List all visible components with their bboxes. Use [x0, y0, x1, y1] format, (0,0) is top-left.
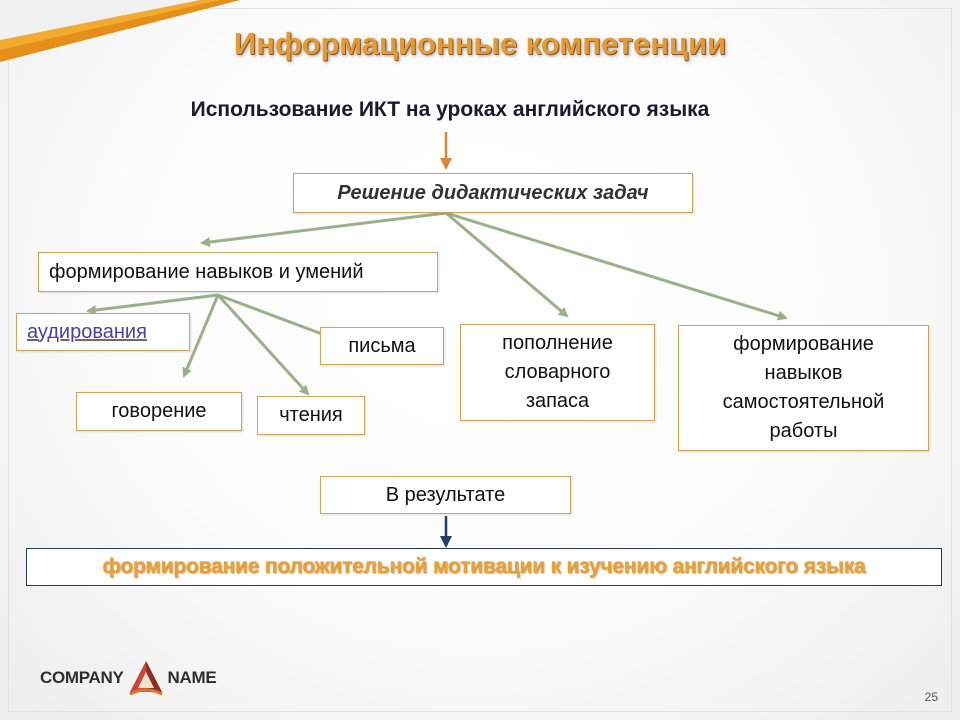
node-speaking: говорение	[76, 392, 242, 431]
logo-text-right: NAME	[167, 668, 217, 687]
node-listening-label[interactable]: аудирования	[27, 320, 147, 343]
node-reading: чтения	[257, 396, 365, 435]
node-skills-label: формирование навыков и умений	[49, 260, 364, 283]
corner-stripe-decoration	[0, 0, 240, 62]
slide-subtitle: Использование ИКТ на уроках английского …	[190, 98, 710, 121]
node-writing: письма	[320, 327, 444, 365]
slide-title: Информационные компетенции	[233, 26, 727, 61]
node-root-label: Решение дидактических задач	[337, 181, 649, 204]
logo-text-left: COMPANY	[40, 668, 124, 687]
node-vocabulary-label: пополнение словарного запаса	[502, 332, 613, 412]
node-result-label: В результате	[385, 483, 506, 506]
node-result: В результате	[320, 476, 571, 514]
pyramid-logo-icon	[128, 661, 163, 696]
node-listening[interactable]: аудирования	[16, 313, 190, 351]
arrow-skills-to-reading	[216, 293, 310, 396]
arrow-root-to-skills	[200, 211, 447, 247]
node-speaking-label: говорение	[111, 400, 207, 422]
arrow-root-to-independent	[445, 211, 788, 321]
arrow-skills-to-listening	[86, 293, 219, 315]
node-root: Решение дидактических задач	[293, 173, 693, 213]
node-outcome: формирование положительной мотивации к и…	[26, 548, 942, 586]
node-independent: формирование навыков самостоятельной раб…	[678, 325, 929, 451]
node-outcome-label: формирование положительной мотивации к и…	[102, 555, 866, 578]
arrow-root-to-vocabulary	[445, 211, 569, 318]
node-writing-label: письма	[348, 334, 416, 357]
arrow-skills-to-writing	[217, 293, 332, 339]
node-vocabulary: пополнение словарного запаса	[460, 324, 655, 421]
node-independent-label: формирование навыков самостоятельной раб…	[722, 333, 885, 442]
node-skills: формирование навыков и умений	[38, 252, 438, 292]
node-reading-label: чтения	[279, 404, 343, 426]
company-logo: COMPANY NAME	[40, 656, 217, 700]
arrow-skills-to-speaking	[182, 294, 220, 378]
page-number: 25	[924, 690, 938, 704]
